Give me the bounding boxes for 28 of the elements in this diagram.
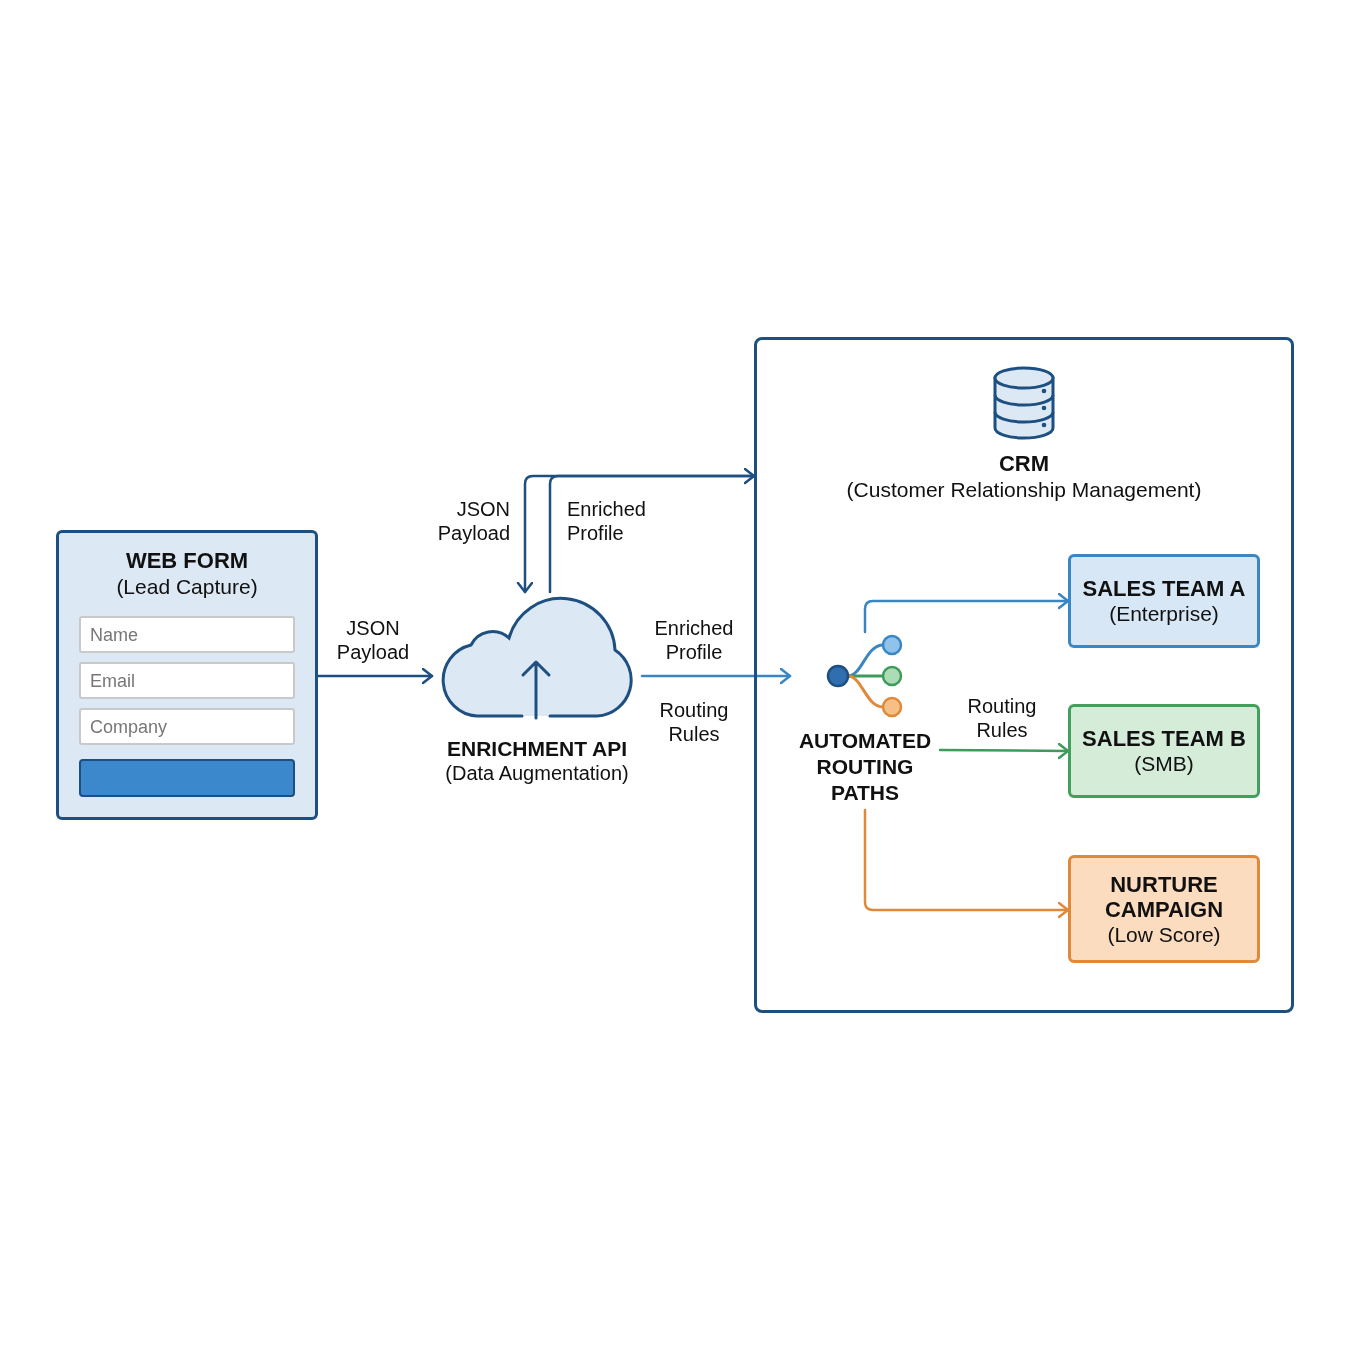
flow-arrow — [938, 742, 1070, 760]
input-field: Email — [79, 662, 295, 699]
flow-arrow — [316, 667, 434, 685]
node-subtitle: (Lead Capture) — [116, 574, 258, 599]
node-subtitle: (Customer Relationship Management) — [846, 477, 1202, 502]
form-button — [79, 759, 295, 797]
node-title: NURTURE CAMPAIGN — [1103, 871, 1225, 922]
form-panel — [56, 530, 318, 820]
node-subtitle: (Data Augmentation) — [445, 761, 629, 786]
node-subtitle: (Low Score) — [1107, 921, 1221, 947]
flow-arrow — [863, 592, 1070, 634]
node-title: AUTOMATED ROUTING PATHS — [798, 728, 932, 806]
team-card — [1068, 554, 1260, 648]
flow-arrow — [640, 667, 792, 685]
node-title: ENRICHMENT API — [446, 736, 628, 761]
crm-panel — [754, 337, 1294, 1013]
campaign-card — [1068, 855, 1260, 963]
input-field: Name — [79, 616, 295, 653]
flow-arrow — [863, 808, 1070, 919]
node-subtitle: (Enterprise) — [1109, 601, 1219, 626]
node-title: CRM — [998, 451, 1050, 477]
node-title: WEB FORM — [125, 548, 249, 574]
flow-arrow — [548, 467, 756, 594]
team-card — [1068, 704, 1260, 798]
node-title: SALES TEAM B — [1082, 726, 1246, 751]
node-subtitle: (SMB) — [1134, 751, 1194, 776]
input-field: Company — [79, 708, 295, 745]
node-title: SALES TEAM A — [1082, 576, 1246, 601]
